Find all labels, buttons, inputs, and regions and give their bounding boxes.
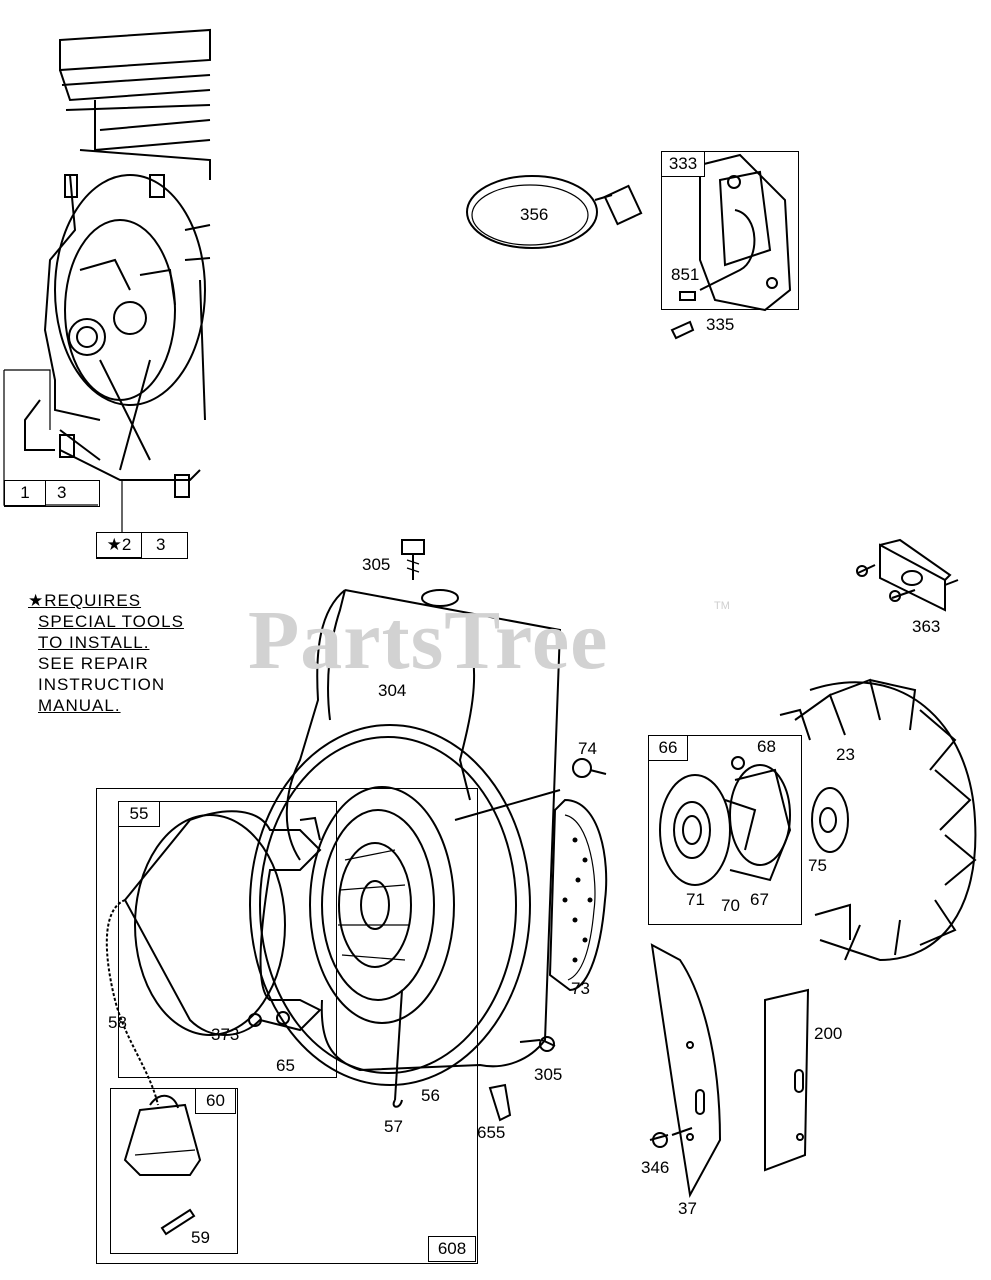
- callout-305-top[interactable]: 305: [362, 555, 391, 574]
- engine-block-drawing: [24, 28, 211, 532]
- callout-304[interactable]: 304: [378, 681, 407, 700]
- note-line-5: INSTRUCTION: [38, 675, 166, 694]
- callout-68[interactable]: 68: [757, 737, 776, 756]
- note-line-6: MANUAL.: [38, 696, 121, 715]
- callout-58[interactable]: 58: [108, 1013, 127, 1032]
- callout-75[interactable]: 75: [808, 856, 827, 875]
- callout-56[interactable]: 56: [421, 1086, 440, 1105]
- callout-333[interactable]: 333: [661, 151, 705, 177]
- group-box-608: [96, 788, 478, 1264]
- callout-23[interactable]: 23: [836, 745, 855, 764]
- callout-373[interactable]: 373: [211, 1025, 240, 1044]
- callout-3-b[interactable]: 3: [156, 535, 166, 554]
- callout-200[interactable]: 200: [814, 1024, 843, 1043]
- callout-73[interactable]: 73: [571, 979, 590, 998]
- trademark-mark: TM: [714, 600, 730, 612]
- group-box-60: [110, 1088, 238, 1254]
- callout-2[interactable]: ★2: [96, 532, 142, 558]
- callout-851[interactable]: 851: [671, 265, 700, 284]
- rewind-starter-drawing: [123, 810, 322, 1036]
- callout-70[interactable]: 70: [721, 896, 740, 915]
- clip-and-screw-drawing: [488, 1036, 556, 1122]
- callout-335[interactable]: 335: [706, 315, 735, 334]
- armature-drawing: [670, 153, 792, 340]
- note-line-4: SEE REPAIR: [38, 654, 149, 673]
- ground-wire-drawing: [466, 175, 643, 249]
- callout-363[interactable]: 363: [912, 617, 941, 636]
- callout-655[interactable]: 655: [477, 1123, 506, 1142]
- callout-65[interactable]: 65: [276, 1056, 295, 1075]
- special-tools-note: ★REQUIRES SPECIAL TOOLS TO INSTALL. SEE …: [28, 590, 184, 716]
- rotating-screen-drawing: [548, 798, 608, 992]
- callout-608[interactable]: 608: [428, 1236, 476, 1262]
- note-line-3: TO INSTALL.: [38, 633, 150, 652]
- baffles-drawing: [649, 943, 810, 1199]
- note-line-2: SPECIAL TOOLS: [38, 612, 184, 631]
- callout-305-bottom[interactable]: 305: [534, 1065, 563, 1084]
- callout-59[interactable]: 59: [191, 1228, 210, 1247]
- part-363-drawing: [856, 538, 959, 612]
- callout-346[interactable]: 346: [641, 1158, 670, 1177]
- group-box-333: [661, 151, 799, 310]
- screw-305-drawing: [401, 539, 425, 580]
- callout-60[interactable]: 60: [195, 1088, 236, 1114]
- callout-74[interactable]: 74: [578, 739, 597, 758]
- callout-1[interactable]: 1: [4, 480, 46, 506]
- starter-rope-handle-drawing: [105, 899, 202, 1236]
- group-box-55: [118, 801, 337, 1078]
- bolt-74-drawing: [572, 758, 607, 778]
- blower-housing-drawing: [249, 589, 562, 1108]
- callout-71[interactable]: 71: [686, 890, 705, 909]
- callout-356[interactable]: 356: [520, 205, 549, 224]
- callout-66[interactable]: 66: [648, 735, 688, 761]
- callout-67[interactable]: 67: [750, 890, 769, 909]
- flywheel-drawing: [779, 678, 977, 962]
- group-box-66: [648, 735, 802, 925]
- starter-clutch-drawing: [659, 756, 792, 886]
- callout-55[interactable]: 55: [118, 801, 160, 827]
- callout-57[interactable]: 57: [384, 1117, 403, 1136]
- callout-37[interactable]: 37: [678, 1199, 697, 1218]
- note-line-1: ★REQUIRES: [28, 591, 142, 610]
- partstree-watermark: PartsTree: [248, 594, 609, 687]
- callout-3-a[interactable]: 3: [57, 483, 67, 502]
